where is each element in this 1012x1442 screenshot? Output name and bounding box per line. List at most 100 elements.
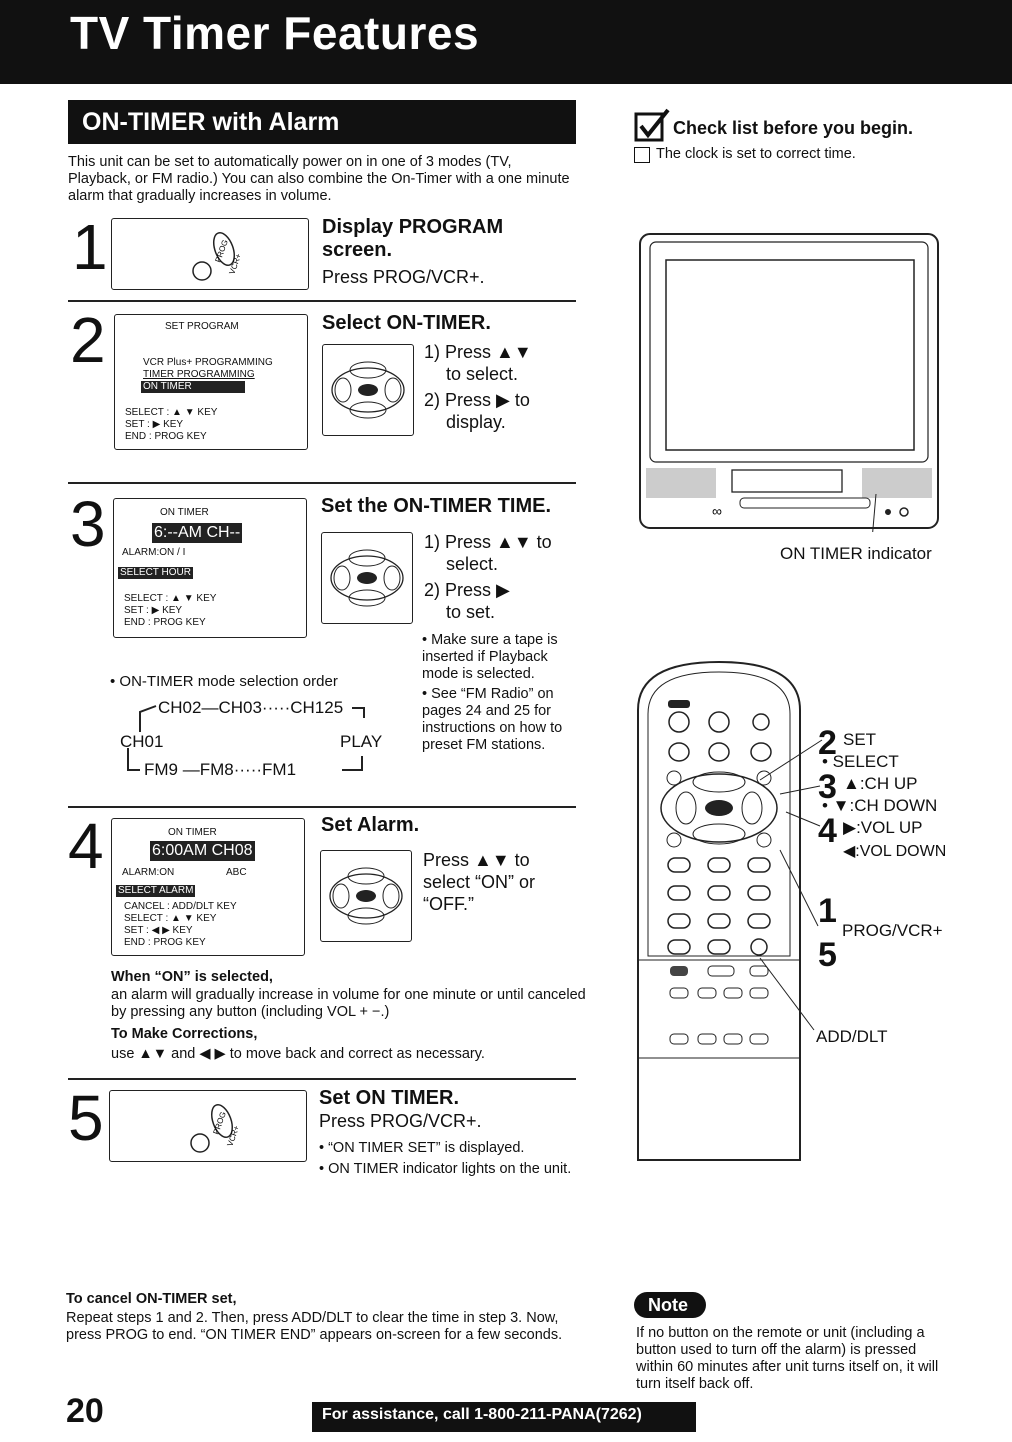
remote-label-add-dlt: ADD/DLT [816,1027,888,1046]
remote-step-3: 3 [818,768,837,806]
step5-title: Set ON TIMER. [319,1087,460,1109]
osd-key: SET : ▶ KEY [125,419,184,430]
osd-title: ON TIMER [160,507,209,518]
step2-sub1: 1) Press ▲▼ [424,342,532,362]
osd-title: SET PROGRAM [165,321,239,332]
corrections-text: use ▲▼ and ◀ ▶ to move back and correct … [111,1046,485,1062]
step-number-3: 3 [70,488,106,560]
remote-leader-lines [740,730,830,1050]
when-on-text: an alarm will gradually increase in volu… [111,987,586,1020]
osd-abc: ABC [226,867,247,878]
step2-title: Select ON-TIMER. [322,312,491,334]
remote-step-1: 1 [818,892,837,930]
osd-time: 6:--AM CH-- [152,523,243,543]
mode-order-label: • ON-TIMER mode selection order [110,673,338,690]
divider [68,482,576,484]
checklist-item: The clock is set to correct time. [656,146,856,162]
osd-time: 6:00AM CH08 [150,841,255,861]
osd-alarm: ALARM:ON [122,867,175,878]
remote-label-ch-down: • ▼:CH DOWN [822,796,938,815]
osd-title: ON TIMER [168,827,217,838]
osd-selected-line: SELECT ALARM [116,885,196,897]
step-number-2: 2 [70,304,106,376]
osd-key: CANCEL : ADD/DLT KEY [124,901,237,912]
osd-key: SELECT : ▲ ▼ KEY [125,407,218,418]
page-title: TV Timer Features [70,7,480,59]
remote-step-2: 2 [818,724,837,762]
step3-sub1b: select. [446,554,499,574]
osd-key: END : PROG KEY [125,431,207,442]
remote-label-vol-down: ◀:VOL DOWN [843,843,947,860]
step4-text3: “OFF.” [423,894,474,914]
section-title: ON-TIMER with Alarm [82,108,340,136]
step5-bullet1: • “ON TIMER SET” is displayed. [319,1140,525,1156]
divider [68,300,576,302]
help-bar [312,1402,696,1432]
step3-sub2b: to set. [446,602,496,622]
step5-bullet2: • ON TIMER indicator lights on the unit. [319,1161,572,1177]
help-text: For assistance, call 1-800-211-PANA(7262… [322,1406,642,1423]
osd-key: END : PROG KEY [124,617,206,628]
remote-dpad-illustration [322,344,414,436]
checkbox[interactable] [634,147,650,163]
corrections-title: To Make Corrections, [111,1026,258,1042]
when-on-title: When “ON” is selected, [111,969,273,985]
note-badge [634,1292,706,1318]
step1-title-a: Display PROGRAM [322,216,504,238]
header-bar [0,0,1012,84]
remote-dpad-illustration [321,532,413,624]
note-text: If no button on the remote or unit (incl… [636,1325,939,1392]
osd-alarm: ALARM:ON / I [122,547,186,558]
cancel-text: Repeat steps 1 and 2. Then, press ADD/DL… [66,1310,563,1343]
osd-key: SELECT : ▲ ▼ KEY [124,593,217,604]
mode-order-start: CH01 [120,732,164,751]
svg-text:∞: ∞ [712,503,722,519]
intro-text: This unit can be set to automatically po… [68,154,570,204]
step4-text2: select “ON” or [423,872,536,892]
divider [68,806,576,808]
checkmark-icon [634,108,670,142]
section-bar [68,100,576,144]
step4-title: Set Alarm. [321,814,420,836]
svg-text:PROG: PROG [213,238,230,263]
svg-text:VCR+: VCR+ [225,1124,241,1148]
osd-selected-line: SELECT HOUR [118,567,193,579]
step1-title-b: screen. [322,239,393,261]
step2-sub2b: display. [446,412,506,432]
step-number-4: 4 [68,810,104,882]
osd-line: VCR Plus+ PROGRAMMING [143,357,273,368]
step2-sub2: 2) Press ▶ to [424,390,530,410]
step5-text: Press PROG/VCR+. [319,1111,482,1131]
remote-label-set: SET [843,730,877,749]
step-number-1: 1 [72,211,108,283]
mode-order-play: PLAY [340,732,383,751]
remote-label-prog: PROG/VCR+ [842,921,943,940]
cancel-title: To cancel ON-TIMER set, [66,1291,237,1307]
step3-title: Set the ON-TIMER TIME. [321,495,551,517]
divider [68,1078,576,1080]
osd-key: SET : ▶ KEY [124,605,183,616]
osd-line: TIMER PROGRAMMING [143,369,255,380]
step3-sub2: 2) Press ▶ [424,580,510,600]
remote-label-ch-up: ▲:CH UP [843,774,918,793]
osd-selected-line: ON TIMER [141,381,245,393]
osd-screen-set-program: SET PROGRAM VCR Plus+ PROGRAMMING TIMER … [114,314,308,450]
mode-order-diagram: CH02—CH03·····CH125 CH01 PLAY FM9 —FM8··… [120,696,410,779]
remote-label-vol-up: ▶:VOL UP [843,818,923,837]
osd-screen-on-timer-hour: ON TIMER 6:--AM CH-- ALARM:ON / I SELECT… [113,498,307,638]
step3-note-fm: • See “FM Radio” on pages 24 and 25 for … [422,686,563,753]
tv-illustration: ∞ [636,232,942,532]
on-timer-indicator-label: ON TIMER indicator [780,544,932,563]
remote-step-5: 5 [818,936,837,974]
checklist-title: Check list before you begin. [673,118,914,138]
remote-step-4: 4 [818,812,837,850]
step4-text1: Press ▲▼ to [423,850,530,870]
svg-text:VCR+: VCR+ [227,252,243,276]
step3-sub1: 1) Press ▲▼ to [424,532,552,552]
osd-screen-on-timer-alarm: ON TIMER 6:00AM CH08 ALARM:ON ABC SELECT… [111,818,305,956]
step1-text: Press PROG/VCR+. [322,267,485,287]
osd-key: SET : ◀ ▶ KEY [124,925,193,936]
remote-label-select: • SELECT [822,752,899,771]
